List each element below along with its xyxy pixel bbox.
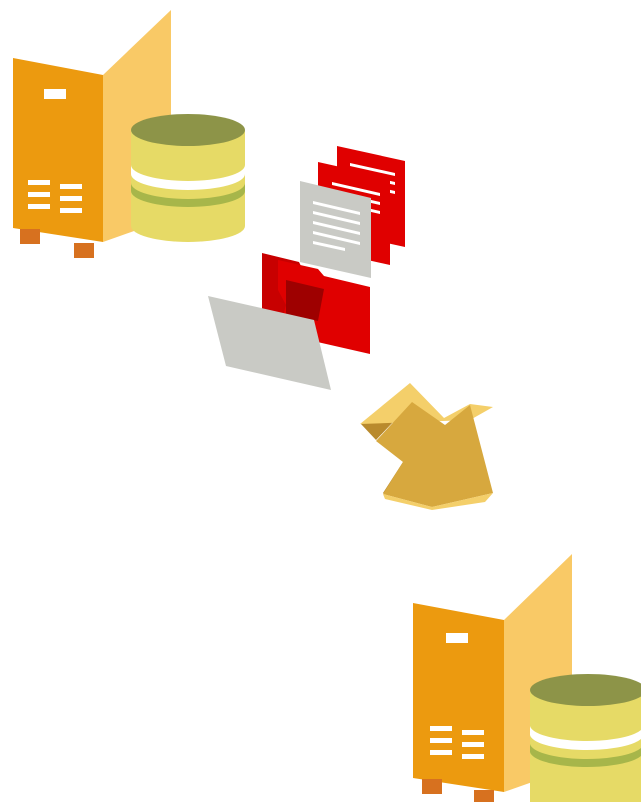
document-icon	[300, 181, 371, 278]
target-server	[413, 554, 641, 802]
database-icon	[530, 674, 641, 802]
source-server	[13, 10, 245, 258]
arrow-down-right-icon	[360, 383, 493, 510]
database-icon	[131, 114, 245, 242]
